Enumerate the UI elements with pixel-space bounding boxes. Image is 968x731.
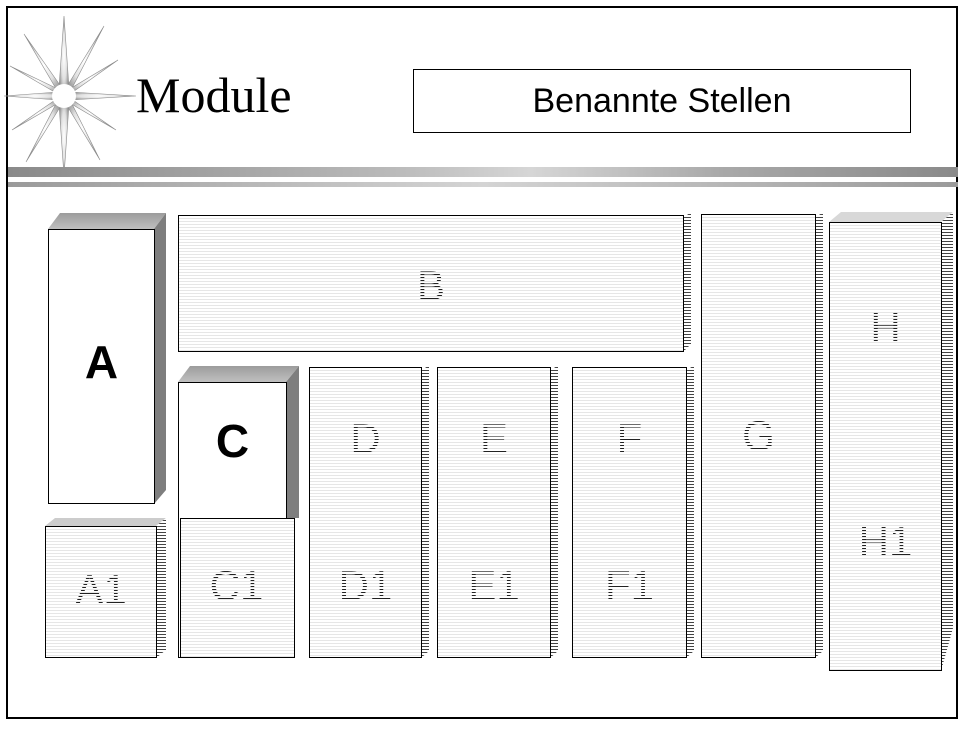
module-c-label: C (178, 414, 287, 468)
module-e: E E1 (437, 365, 558, 658)
header-divider (8, 167, 958, 177)
subtitle-box: Benannte Stellen (413, 69, 911, 133)
module-a1: A1 (45, 518, 166, 658)
module-a-label: A (48, 335, 155, 389)
module-d: D D1 (309, 365, 429, 658)
module-h-label: H (829, 304, 942, 352)
module-g: G (701, 212, 823, 658)
module-d-label: D (309, 415, 422, 463)
module-f: F F1 (572, 365, 694, 658)
module-d1-label: D1 (309, 562, 422, 610)
module-b-label: B (178, 262, 684, 310)
module-g-label: G (701, 412, 816, 460)
module-e1-label: E1 (437, 562, 551, 610)
module-h: H H1 (829, 212, 953, 671)
subtitle: Benannte Stellen (533, 82, 792, 121)
module-a1-label: A1 (45, 566, 157, 614)
starburst-icon (2, 12, 142, 172)
module-e-label: E (437, 415, 551, 463)
module-f-label: F (572, 415, 687, 463)
module-a: A (48, 213, 166, 504)
module-c1-label: C1 (178, 562, 295, 610)
module-h1-label: H1 (829, 518, 942, 566)
header-divider-thin (8, 182, 958, 187)
module-f1-label: F1 (572, 562, 687, 610)
module-b: B (178, 212, 691, 352)
module-c: C C1 (178, 366, 299, 658)
page-title: Module (136, 70, 292, 120)
